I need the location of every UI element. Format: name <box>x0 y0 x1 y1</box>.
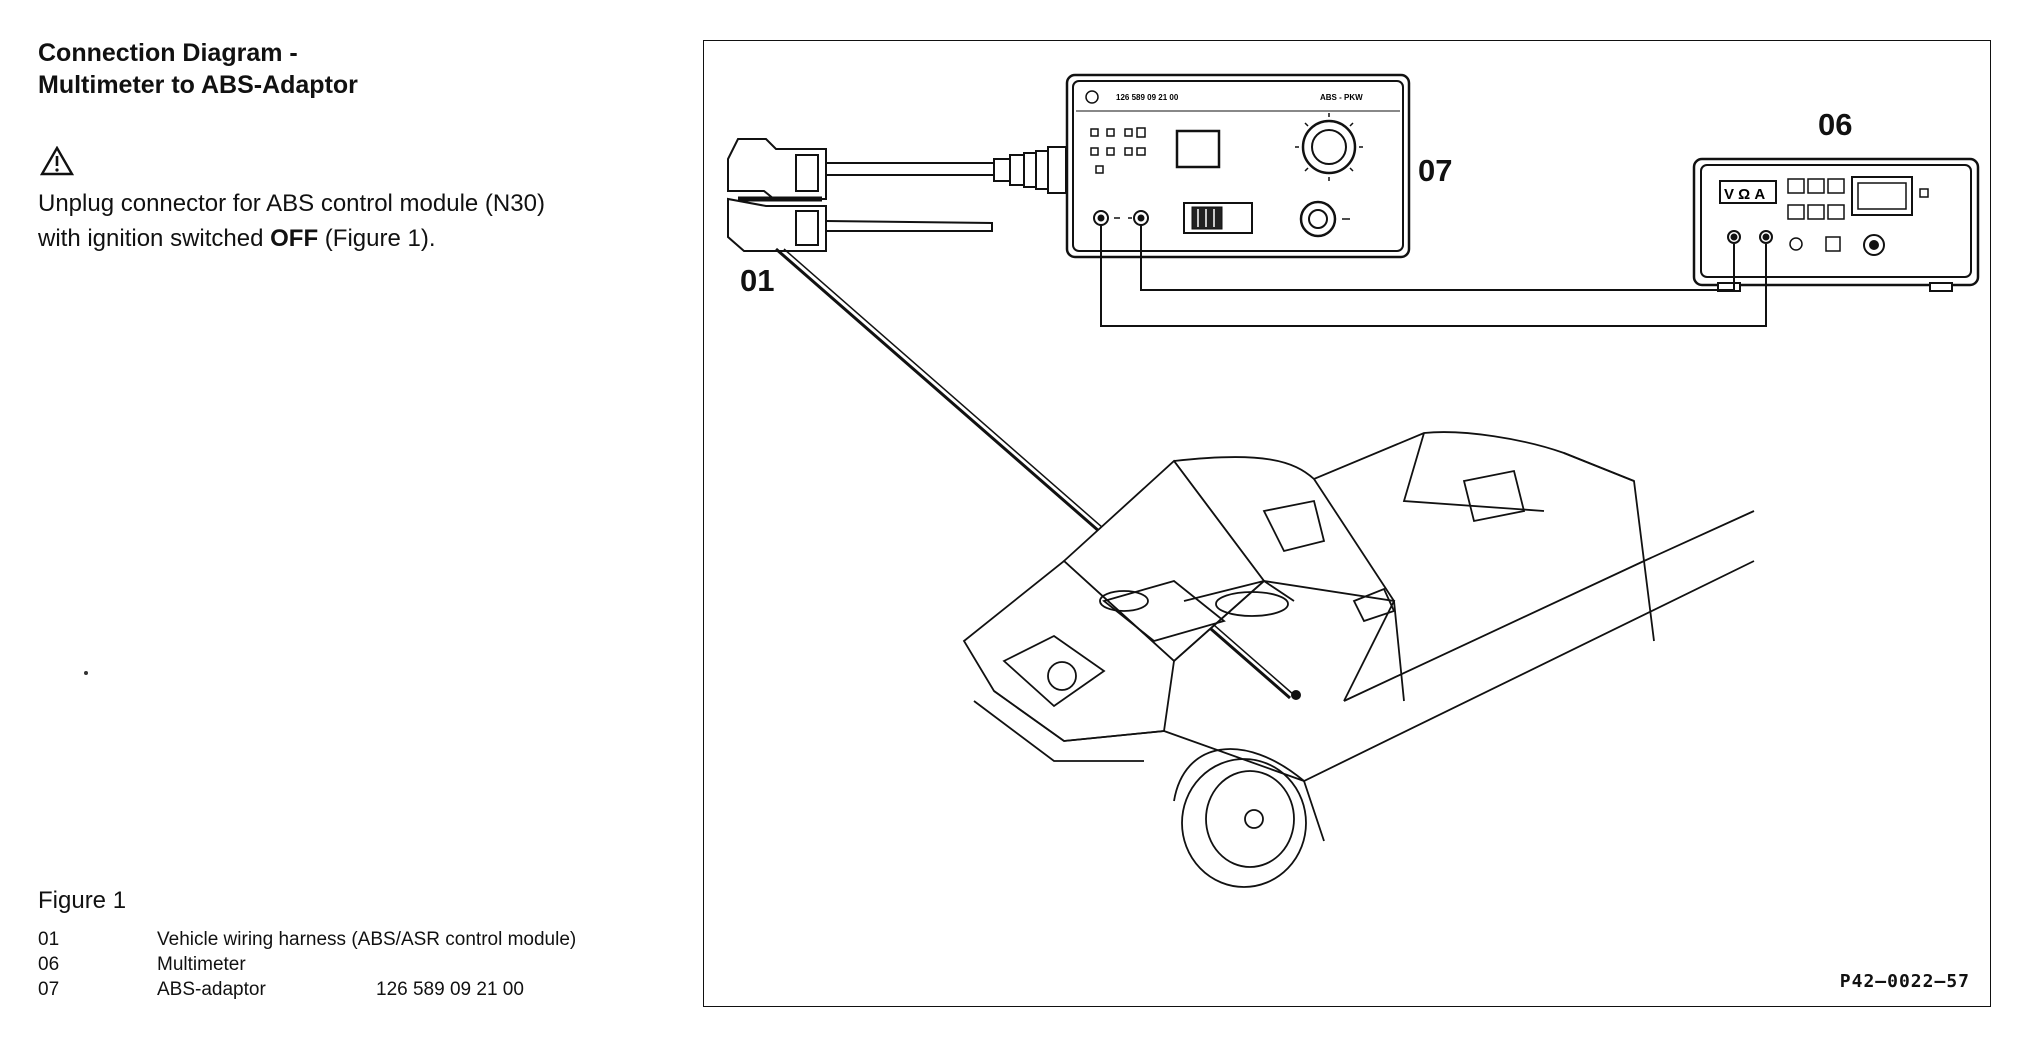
title-line-1: Connection Diagram - <box>38 39 298 67</box>
warning-line-2-start: with ignition switched <box>38 225 271 252</box>
warning-line-2-end: (Figure 1). <box>318 225 436 252</box>
cable-plug-icon <box>993 146 1067 194</box>
warning-line-1: Unplug connector for ABS control module … <box>38 190 545 217</box>
abs-adaptor-box <box>1065 73 1411 259</box>
connection-diagram: 126 589 09 21 00 ABS - PKW V Ω A <box>727 73 1980 888</box>
legend-number: 06 <box>38 954 60 975</box>
warning-off-emphasis: OFF <box>270 225 319 252</box>
instructions-panel: Connection Diagram - Multimeter to ABS-A… <box>38 0 678 1056</box>
multimeter-box <box>1692 157 1980 292</box>
legend-description: ABS-adaptor <box>157 979 266 1000</box>
legend-number: 07 <box>38 979 60 1000</box>
legend-part-number: 126 589 09 21 00 <box>376 979 524 1000</box>
figure-label: Figure 1 <box>38 887 127 914</box>
callout-06: 06 <box>1818 107 1853 142</box>
harness-connector-icon <box>727 138 994 252</box>
test-lead-wires <box>1100 225 1767 327</box>
adaptor-model-label: ABS - PKW <box>1320 93 1363 102</box>
legend-description: Multimeter <box>157 954 246 975</box>
warning-text: Unplug connector for ABS control module … <box>38 186 678 256</box>
legend-number: 01 <box>38 929 60 950</box>
vehicle-illustration <box>962 431 1755 888</box>
adaptor-part-label: 126 589 09 21 00 <box>1116 93 1179 102</box>
callout-01: 01 <box>740 263 775 298</box>
title-line-2: Multimeter to ABS-Adaptor <box>38 71 358 99</box>
callout-07: 07 <box>1418 153 1453 188</box>
page-title: Connection Diagram - Multimeter to ABS-A… <box>38 37 358 101</box>
legend-description: Vehicle wiring harness (ABS/ASR control … <box>157 929 577 950</box>
warning-triangle-icon <box>40 146 74 176</box>
stray-dot <box>84 671 88 675</box>
reference-code: P42–0022–57 <box>1839 971 1970 992</box>
diagram-frame: 126 589 09 21 00 ABS - PKW V Ω A 01 07 0… <box>703 40 1991 1007</box>
warning-line-2: with ignition switched OFF (Figure 1). <box>38 221 678 256</box>
multimeter-units-label: V Ω A <box>1724 186 1765 203</box>
